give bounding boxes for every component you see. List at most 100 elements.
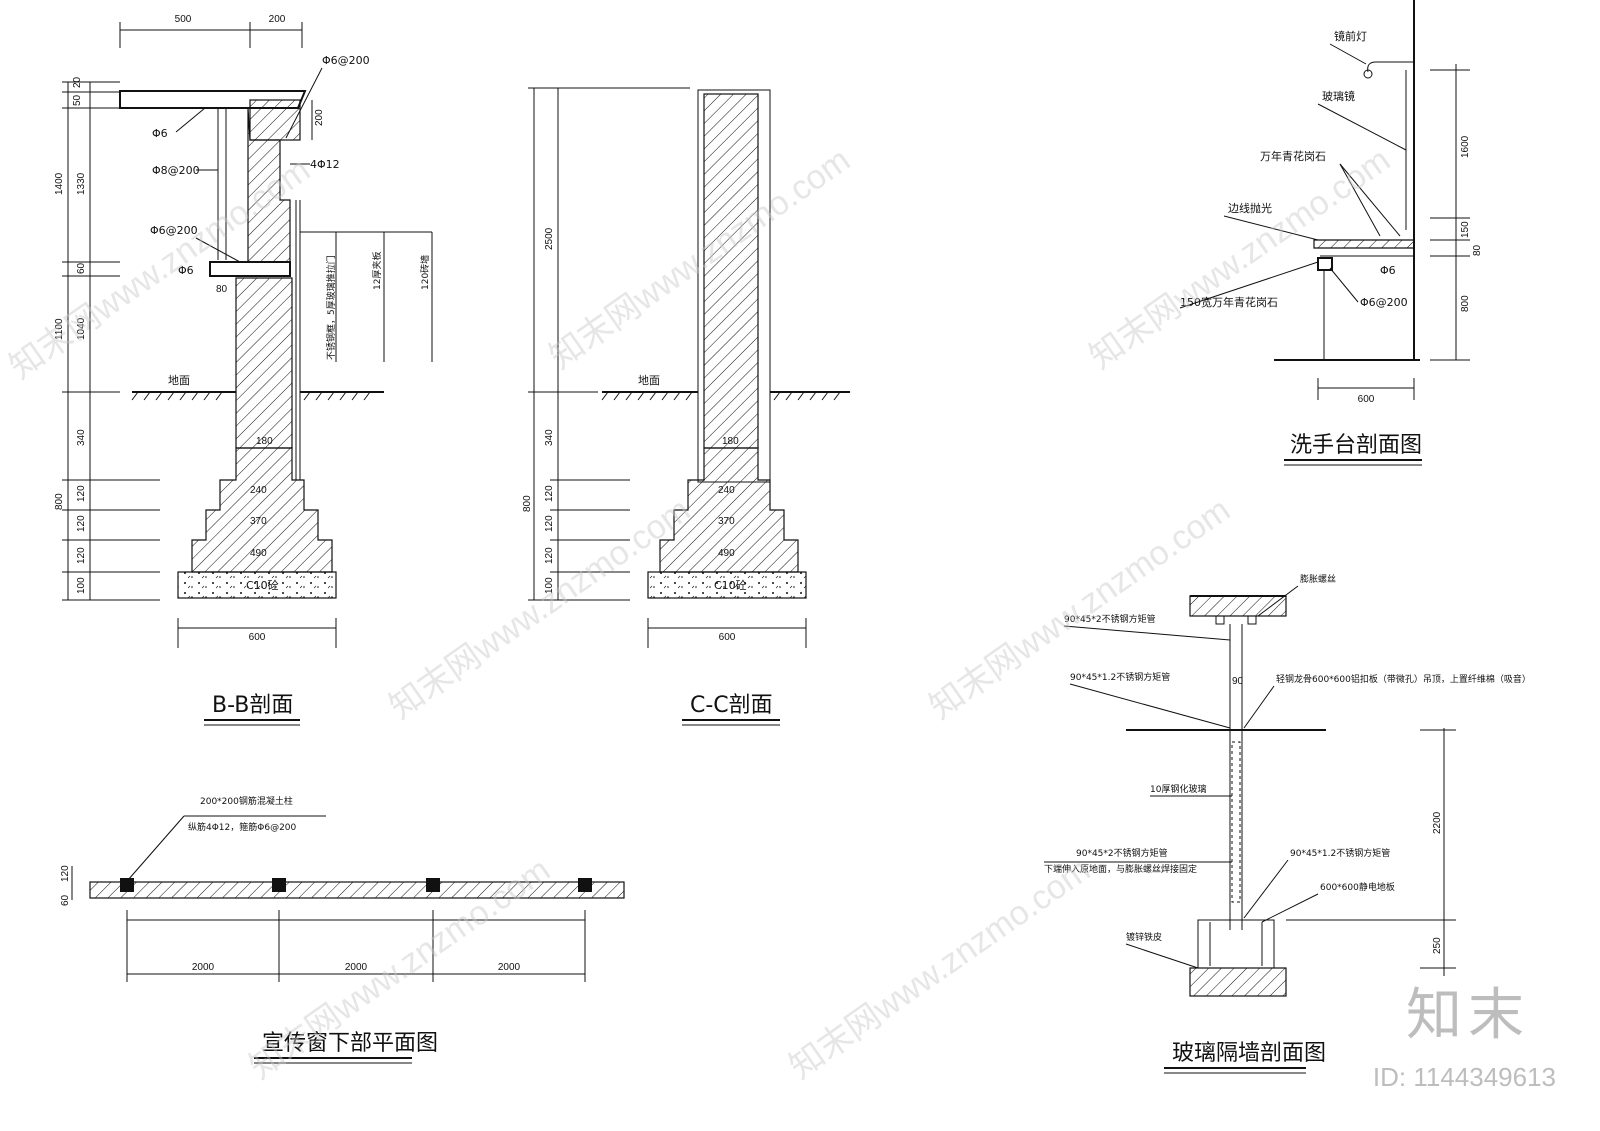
bb-dim-340: 340 [76,429,87,446]
cc-dim-120a: 120 [544,485,555,502]
bb-lintel [249,99,301,141]
cc-dim-340: 340 [544,429,555,446]
bb-base-label: C10砼 [246,579,279,592]
basin-dim-1600: 1600 [1460,135,1471,158]
basin-label-phi6: Φ6 [1380,264,1396,277]
glass-label-bolt: 膨胀螺丝 [1300,573,1336,585]
bb-ground-label: 地面 [168,374,190,387]
image-id-label: ID: 1144349613 [1372,1062,1556,1092]
basin-label-mirror: 玻璃镜 [1322,89,1355,103]
bb-dim-120a: 120 [76,485,87,502]
glass-label-sheet: 镀锌铁皮 [1126,931,1162,943]
basin-section: 镜前灯 玻璃镜 万年青花岗石 边线抛光 Φ6 150宽万年青花岗石 Φ6@200… [1179,0,1483,466]
cc-width-490: 490 [718,548,735,559]
basin-label-granite-150: 150宽万年青花岗石 [1180,295,1278,309]
basin-bottom-dim: 600 [1358,394,1375,405]
glass-label-glass: 10厚钢化玻璃 [1150,783,1206,795]
bb-top-dim-1: 500 [175,14,192,25]
bb-label-80: 80 [216,284,228,295]
cc-width-240: 240 [718,485,735,496]
glass-label-tube-top: 90*45*2不锈钢方矩管 [1064,613,1156,625]
bb-dim-20: 20 [72,76,83,88]
plan-column-4 [578,878,592,892]
glass-dim-250: 250 [1432,937,1443,954]
bb-note-brick: 120砖墙 [419,255,431,290]
basin-label-polish: 边线抛光 [1228,201,1272,215]
bb-note-plywood: 12厚夹板 [371,252,383,290]
bb-label-200: 200 [314,109,325,126]
bb-dim-120c: 120 [76,547,87,564]
watermark-text-3: 知末网www.znzmo.com [1083,141,1397,377]
bb-dim-1400: 1400 [54,172,65,195]
glass-label-ceiling: 轻钢龙骨600*600铝扣板（带微孔）吊顶，上置纤维棉（吸音） [1276,673,1531,685]
bb-bottom-dim: 600 [249,632,266,643]
cc-dim-800: 800 [522,495,533,512]
cc-ground-label: 地面 [638,374,660,387]
watermark-layer: 知末网www.znzmo.com 知末网www.znzmo.com 知末网www… [3,141,1397,1087]
bb-dim-800: 800 [54,493,65,510]
basin-label-granite: 万年青花岗石 [1260,149,1326,163]
bb-top-dim-2: 200 [269,14,286,25]
basin-dim-800: 800 [1460,295,1471,312]
bb-dim-1330: 1330 [76,172,87,195]
bb-section: 500 200 地面 180 240 370 490 C10砼 600 [54,14,433,726]
cc-section: 地面 180 240 370 490 C10砼 600 2500 340 120… [522,87,850,726]
bb-label-phi6-200-top: Φ6@200 [322,54,370,67]
bb-width-240: 240 [250,485,267,496]
cc-dim-120b: 120 [544,515,555,532]
plan-span-1: 2000 [192,962,215,973]
plan-span-3: 2000 [498,962,521,973]
glass-label-tube-mid: 90*45*1.2不锈钢方矩管 [1070,671,1170,683]
glass-dim-2200: 2200 [1432,811,1443,834]
bb-width-490: 490 [250,548,267,559]
bb-label-phi6: Φ6 [152,127,168,140]
cc-title: C-C剖面 [690,693,773,718]
bb-dim-60: 60 [76,262,87,274]
bb-label-4phi12: 4Φ12 [310,158,340,171]
glass-label-floor: 600*600静电地板 [1320,881,1395,893]
bb-dim-1040: 1040 [76,317,87,340]
cc-bottom-dim: 600 [719,632,736,643]
plan-span-2: 2000 [345,962,368,973]
bb-label-phi6-200-mid: Φ6@200 [150,224,198,237]
bb-label-phi6-sill: Φ6 [178,264,194,277]
plan-column-2 [272,878,286,892]
glass-label-note: 下端伸入原地面，与膨胀螺丝焊接固定 [1044,863,1197,875]
bb-note-door: 不锈钢框，5厚玻璃推拉门 [325,255,337,360]
basin-label-light: 镜前灯 [1334,29,1367,43]
plan-dim-60: 60 [60,894,71,906]
cc-dim-120c: 120 [544,547,555,564]
bb-dim-1100: 1100 [54,318,65,340]
plan-column-1 [120,878,134,892]
glass-title: 玻璃隔墙剖面图 [1172,1041,1326,1066]
plan-title: 宣传窗下部平面图 [262,1031,438,1056]
plan-dim-120: 120 [60,865,71,882]
bb-title: B-B剖面 [212,693,293,718]
brand-logo: 知末 [1406,983,1530,1048]
glass-partition-section: 膨胀螺丝 90*45*2不锈钢方矩管 90*45*1.2不锈钢方矩管 轻钢龙骨6… [1044,573,1531,1074]
bb-width-180: 180 [256,436,273,447]
bb-dim-50: 50 [72,94,83,106]
basin-dim-150: 150 [1460,221,1471,238]
basin-label-phi6-200: Φ6@200 [1360,296,1408,309]
bb-dim-100: 100 [76,577,87,594]
watermark-text-2: 知末网www.znzmo.com [543,141,857,377]
plan-view: 200*200钢筋混凝土柱 纵筋4Φ12，箍筋Φ6@200 2000 2000 … [60,795,625,1064]
bb-dim-120b: 120 [76,515,87,532]
plan-column-3 [426,878,440,892]
cc-width-370: 370 [718,516,735,527]
plan-label-column: 200*200钢筋混凝土柱 [200,795,293,807]
plan-label-rebar: 纵筋4Φ12，箍筋Φ6@200 [188,821,297,833]
cc-width-180: 180 [722,436,739,447]
glass-dim-90: 90 [1232,676,1244,687]
basin-dim-80: 80 [1472,244,1483,256]
basin-title: 洗手台剖面图 [1290,433,1422,458]
bb-width-370: 370 [250,516,267,527]
cc-dim-2500: 2500 [544,227,555,250]
cc-dim-100: 100 [544,577,555,594]
watermark-text-7: 知末网www.znzmo.com [783,851,1097,1087]
bb-label-phi8-200: Φ8@200 [152,164,200,177]
glass-label-tube-low: 90*45*2不锈钢方矩管 [1076,847,1168,859]
watermark-text-4: 知末网www.znzmo.com [383,491,697,727]
